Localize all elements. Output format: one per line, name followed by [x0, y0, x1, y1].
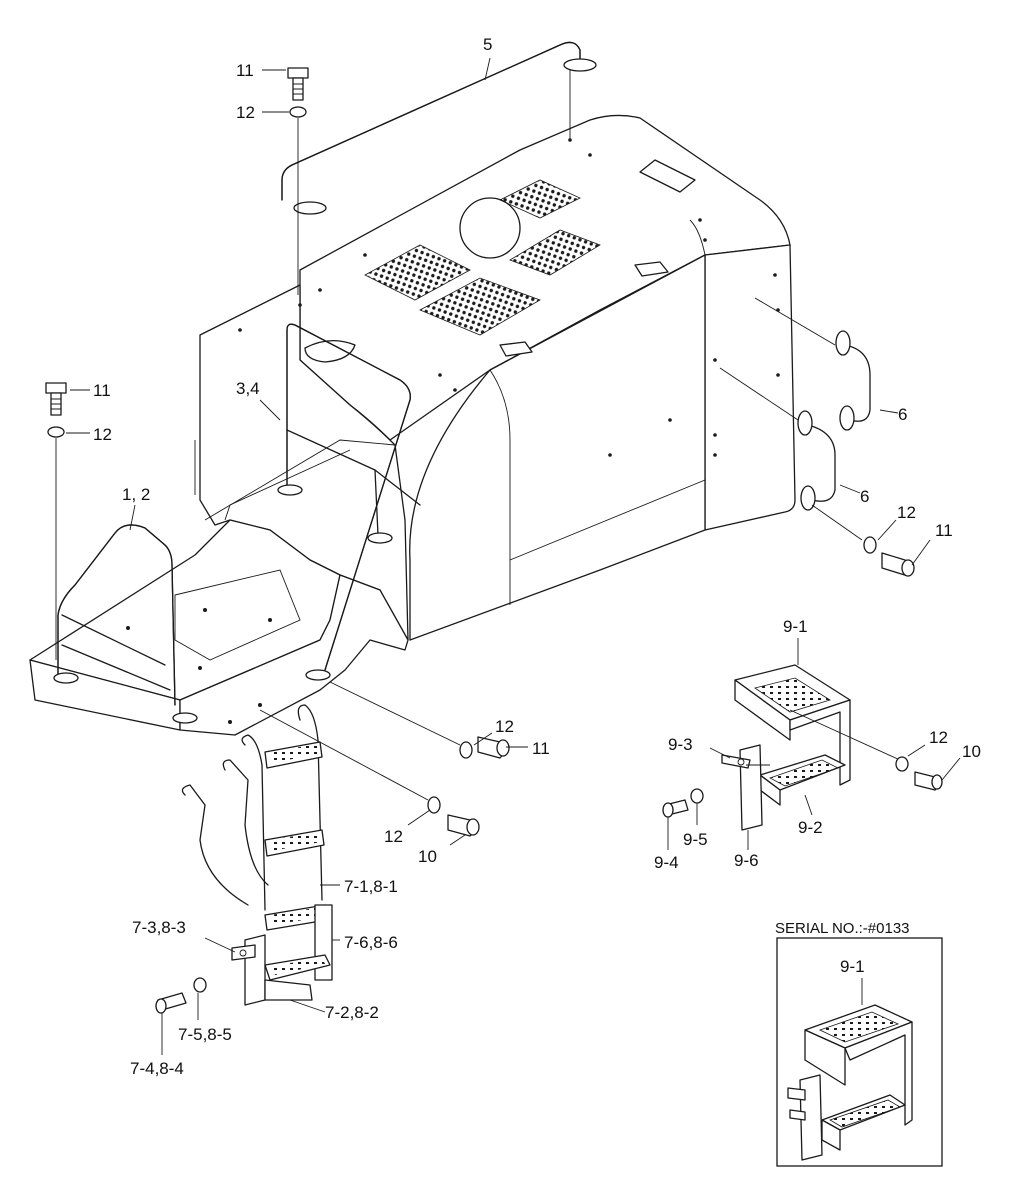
bolt-11-top — [287, 67, 309, 101]
handle-6-upper — [754, 297, 871, 431]
handrail-5 — [281, 41, 597, 215]
bolt-11-mid — [477, 736, 510, 759]
label-9-6: 9-6 — [734, 851, 759, 870]
step-assembly-9 — [721, 664, 901, 831]
label-9-5: 9-5 — [683, 830, 708, 849]
label-7-5-8-5: 7-5,8-5 — [178, 1025, 232, 1044]
label-10-low: 10 — [418, 847, 437, 866]
label-11-mid: 11 — [532, 739, 550, 758]
label-7-1-8-1: 7-1,8-1 — [344, 877, 398, 896]
label-12-mid: 12 — [495, 717, 514, 736]
label-10-step9: 10 — [962, 742, 981, 761]
label-7-4-8-4: 7-4,8-4 — [130, 1059, 184, 1078]
washer-12-low — [427, 796, 441, 814]
label-9-1: 9-1 — [783, 617, 808, 636]
washer-12-mid — [459, 741, 473, 759]
washer-7-5 — [193, 977, 207, 993]
washer-12-step9 — [895, 756, 909, 772]
bolt-11-left — [45, 382, 67, 416]
label-11-left: 11 — [93, 381, 111, 400]
label-3-4: 3,4 — [236, 379, 260, 398]
label-12-step9: 12 — [929, 728, 948, 747]
washer-12-top — [289, 106, 307, 118]
label-7-2-8-2: 7-2,8-2 — [325, 1003, 379, 1022]
label-6-upper: 6 — [898, 405, 907, 424]
handle-6-lower — [719, 367, 863, 541]
label-11-top: 11 — [236, 61, 254, 80]
label-1-2: 1, 2 — [122, 485, 150, 504]
label-12-right: 12 — [897, 503, 916, 522]
label-12-left: 12 — [93, 425, 112, 444]
label-5: 5 — [483, 35, 492, 54]
label-9-2: 9-2 — [798, 818, 823, 837]
ladder-assembly-7-8 — [181, 704, 333, 1006]
washer-12-left — [47, 426, 65, 438]
label-12-low: 12 — [384, 827, 403, 846]
bolt-11-right — [881, 552, 915, 577]
washer-12-right — [863, 536, 877, 554]
leader-lines — [66, 57, 961, 1055]
label-9-4: 9-4 — [654, 853, 679, 872]
bolt-10-step9 — [914, 771, 943, 791]
bolt-7-4 — [155, 992, 187, 1014]
bolt-9-4 — [662, 799, 689, 818]
part-labels: 11 12 5 11 12 3,4 1, 2 6 6 12 11 9-1 12 … — [93, 35, 981, 1078]
inset-serial-box: SERIAL NO.:-#0133 9-1 — [775, 920, 943, 1167]
label-6-lower: 6 — [860, 487, 869, 506]
handrail-1-2 — [53, 524, 198, 724]
inset-title: SERIAL NO.:-#0133 — [775, 920, 910, 937]
label-12-top: 12 — [236, 103, 255, 122]
inset-label-9-1: 9-1 — [840, 957, 865, 976]
washer-9-5 — [690, 788, 704, 804]
label-11-right: 11 — [935, 521, 953, 540]
bolt-10-mid — [447, 814, 480, 837]
label-7-6-8-6: 7-6,8-6 — [344, 933, 398, 952]
label-9-3: 9-3 — [668, 735, 693, 754]
label-7-3-8-3: 7-3,8-3 — [132, 918, 186, 937]
handrail-3-4 — [277, 323, 421, 681]
